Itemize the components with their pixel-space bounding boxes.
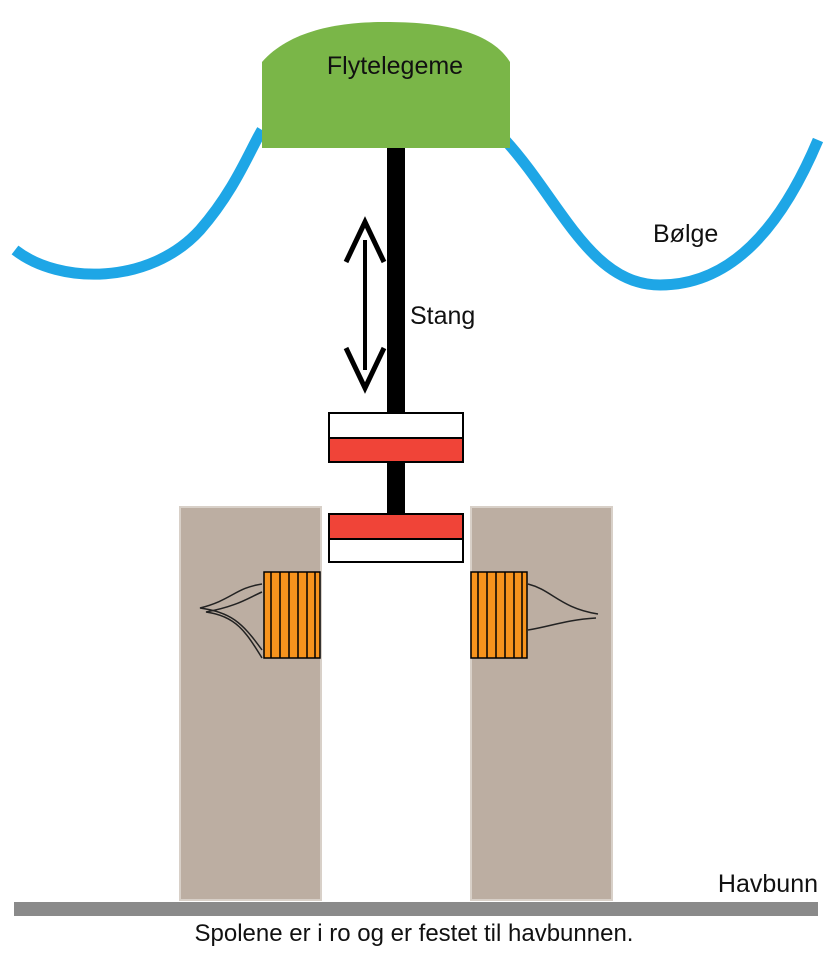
seabed [14,902,818,916]
wave-label: Bølge [653,220,718,248]
wave-line [11,127,824,291]
right-pillar [470,506,613,901]
upper-magnet [328,412,464,463]
buoy-label: Flytelegeme [327,52,463,80]
rod [387,142,405,562]
rod-label: Stang [410,302,475,330]
right-coil [470,571,599,659]
left-coil [199,571,321,659]
left-pillar [179,506,322,901]
caption: Spolene er i ro og er festet til havbunn… [194,920,634,947]
buoy [262,22,510,148]
lower-magnet [328,513,464,563]
seabed-label: Havbunn [718,870,818,898]
motion-arrow [343,216,387,394]
